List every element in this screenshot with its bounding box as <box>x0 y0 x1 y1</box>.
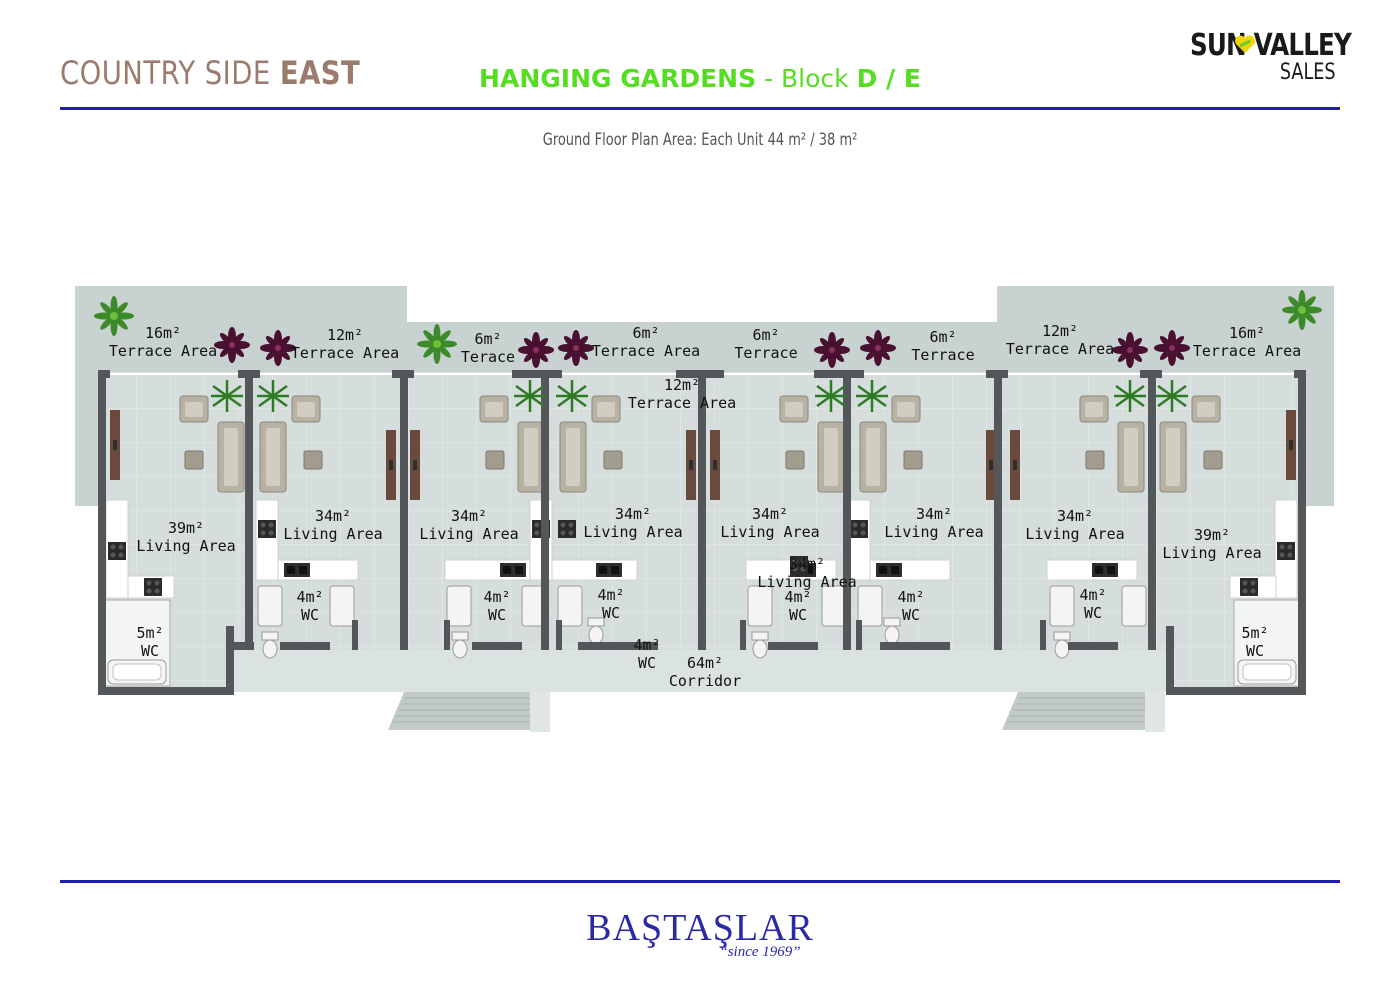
brand-title: COUNTRY SIDE EAST <box>60 54 360 92</box>
walls <box>98 370 1306 695</box>
sun-valley-logo: SUN VALLEY SALES <box>1190 28 1352 88</box>
header-rule <box>60 107 1340 110</box>
heart-icon <box>1235 35 1255 53</box>
footer-rule <box>60 880 1340 883</box>
stairs-left <box>388 692 550 732</box>
logo-line2: SALES <box>1280 60 1336 85</box>
bathroom-fixtures <box>103 585 1301 687</box>
logo-line1: SUN VALLEY <box>1190 28 1352 63</box>
company-since: “since 1969” <box>719 944 801 960</box>
project-title: HANGING GARDENS - Block D / E <box>0 64 1400 93</box>
project-separator: - <box>756 64 782 93</box>
stairs-right <box>1002 692 1165 732</box>
block-id: D / E <box>856 64 921 93</box>
brand-title-light: COUNTRY SIDE <box>60 54 280 92</box>
project-name: HANGING GARDENS <box>479 64 757 93</box>
bastaslar-logo: BAŞTAŞLAR “since 1969” <box>0 906 1400 961</box>
brand-title-bold: EAST <box>279 54 361 92</box>
block-word: Block <box>781 64 857 93</box>
company-name: BAŞTAŞLAR <box>586 907 814 949</box>
plan-subtitle: Ground Floor Plan Area: Each Unit 44 m² … <box>542 130 858 150</box>
